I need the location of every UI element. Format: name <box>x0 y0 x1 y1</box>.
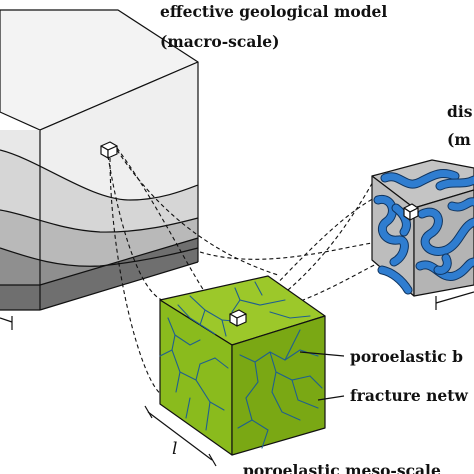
macro-scale-block <box>0 9 199 330</box>
micro-length-dimension <box>435 291 474 310</box>
micro-title-line2: (m <box>447 130 471 149</box>
macro-layer-base <box>0 238 198 310</box>
macro-block-front-face <box>0 61 199 311</box>
micro-scale-cube <box>371 159 474 310</box>
meso-sample-cube <box>229 309 247 327</box>
meso-label: poroelastic meso-scale <box>243 461 441 474</box>
length-symbol: l <box>172 439 177 459</box>
macro-title-line1: effective geological model <box>160 2 387 21</box>
meso-scale-cube: l <box>144 275 326 467</box>
label-pointers <box>299 351 345 401</box>
fracture-label: fracture netw <box>350 386 468 405</box>
macro-scale-tick <box>0 316 13 330</box>
micro-pore-network <box>373 169 474 295</box>
poroelastic-label: poroelastic b <box>350 347 463 366</box>
fracture-network <box>159 281 323 449</box>
macro-sample-cube <box>100 141 118 159</box>
micro-title-line1: dis <box>447 102 473 121</box>
macro-title-line2: (macro-scale) <box>160 32 279 51</box>
meso-length-dimension <box>144 405 217 467</box>
micro-sample-cube <box>403 203 419 221</box>
